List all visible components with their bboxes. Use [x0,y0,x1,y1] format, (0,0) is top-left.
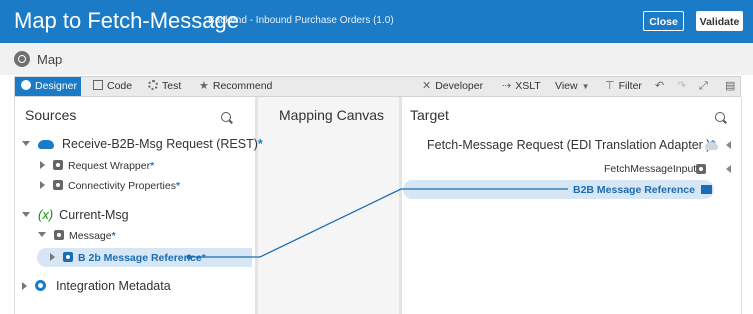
element-icon [53,180,63,190]
tab-code-label: Code [107,80,133,92]
required-marker: * [111,230,116,242]
splitter-right[interactable] [399,97,402,314]
xslt-icon: ⇢ [502,80,512,92]
required-marker: * [201,252,206,264]
sources-title: Sources [25,107,77,123]
chevron-right-icon[interactable] [40,161,45,169]
element-icon [696,164,706,174]
element-icon [53,160,63,170]
tree-node-request-wrapper[interactable]: Request Wrapper* [40,160,154,172]
tab-designer[interactable]: Designer [15,77,81,96]
xslt-label: XSLT [515,80,541,92]
redo-icon[interactable]: ↷ [677,80,687,92]
gear-icon [148,80,158,90]
tree-node-connectivity-properties[interactable]: Connectivity Properties* [40,180,180,192]
selected-source-row[interactable] [37,248,252,267]
chevron-right-icon[interactable] [50,253,55,261]
map-subheader [0,43,753,75]
filter-label: Filter [618,80,642,92]
close-button[interactable]: Close [643,11,684,31]
tab-test-label: Test [162,80,182,92]
chevron-down-icon[interactable] [38,232,46,237]
chevron-down-icon: ▼ [581,82,590,91]
search-icon[interactable] [715,112,725,122]
tab-test[interactable]: Test [148,77,181,96]
xslt-button[interactable]: ⇢XSLT [502,77,541,96]
map-icon [14,51,30,67]
cloud-icon [38,140,54,149]
title-bar: Map to Fetch-Message Backend - Inbound P… [0,0,753,43]
designer-icon [21,80,31,90]
sources-panel: Sources [14,97,256,314]
node-label: Connectivity Properties [68,180,176,192]
tree-node-integration-metadata[interactable]: Integration Metadata [22,279,171,293]
canvas-title: Mapping Canvas [279,107,385,123]
expand-icon[interactable]: ⤢ [699,80,708,92]
chevron-down-icon[interactable] [22,141,30,146]
tab-code[interactable]: Code [93,77,132,96]
tree-node-receive-request[interactable]: Receive-B2B-Msg Request (REST)* [22,137,263,151]
node-label: B2B Message Reference [573,184,695,196]
toolbar: Designer Code Test ★Recommend ✕Developer… [14,76,741,97]
node-label: FetchMessageInput [604,163,697,175]
validate-button[interactable]: Validate [696,11,743,31]
node-label: Fetch-Message Request (EDI Translation A… [427,138,711,152]
chevron-down-icon[interactable] [22,212,30,217]
chevron-right-icon[interactable] [40,181,45,189]
panel-toggle-icon[interactable]: ▤ [725,80,736,92]
tab-recommend-label: Recommend [212,80,273,92]
settings-icon [35,280,46,291]
map-label: Map [37,52,63,67]
node-label: Receive-B2B-Msg Request (REST) [62,137,258,151]
tree-node-b2b-message-reference[interactable]: B 2b Message Reference* [50,252,206,264]
node-label: B 2b Message Reference [78,252,202,264]
element-icon [63,252,73,262]
node-label: Current-Msg [59,208,129,222]
node-label: Integration Metadata [56,279,171,293]
filter-icon: ⊤ [605,80,615,92]
required-marker: * [150,160,155,172]
tree-node-current-msg[interactable]: (x) Current-Msg [22,207,129,222]
chevron-left-icon[interactable] [726,141,731,149]
cloud-icon [705,142,718,150]
chevron-left-icon[interactable] [726,165,731,173]
integration-subtitle: Backend - Inbound Purchase Orders (1.0) [208,15,394,26]
required-marker: * [175,180,181,192]
page-title: Map to Fetch-Message [14,8,239,33]
text-node-icon [700,185,712,194]
target-title: Target [410,107,449,123]
star-icon: ★ [199,80,209,92]
tree-node-message[interactable]: Message* [38,230,116,242]
code-icon [93,80,103,90]
node-label: Request Wrapper [68,160,151,172]
mapping-canvas: Mapping Canvas [258,97,399,314]
filter-button[interactable]: ⊤Filter [605,77,642,96]
target-node-b2b-message-reference[interactable]: B2B Message Reference [573,184,712,196]
mapping-line[interactable] [189,188,568,258]
view-label: View [555,80,578,92]
tab-designer-label: Designer [35,80,78,92]
tab-recommend[interactable]: ★Recommend [199,77,272,96]
undo-icon[interactable]: ↶ [655,80,665,92]
tools-icon: ✕ [422,80,432,92]
required-marker: * [257,137,263,151]
developer-button[interactable]: ✕Developer [422,77,483,96]
search-icon[interactable] [221,112,231,122]
element-icon [54,230,64,240]
variable-icon: (x) [38,207,54,222]
chevron-right-icon[interactable] [22,282,27,290]
developer-label: Developer [435,80,484,92]
node-label: Message [69,230,112,242]
target-panel: Target [402,97,742,314]
splitter-left[interactable] [255,97,258,314]
view-dropdown[interactable]: View▼ [555,77,594,96]
